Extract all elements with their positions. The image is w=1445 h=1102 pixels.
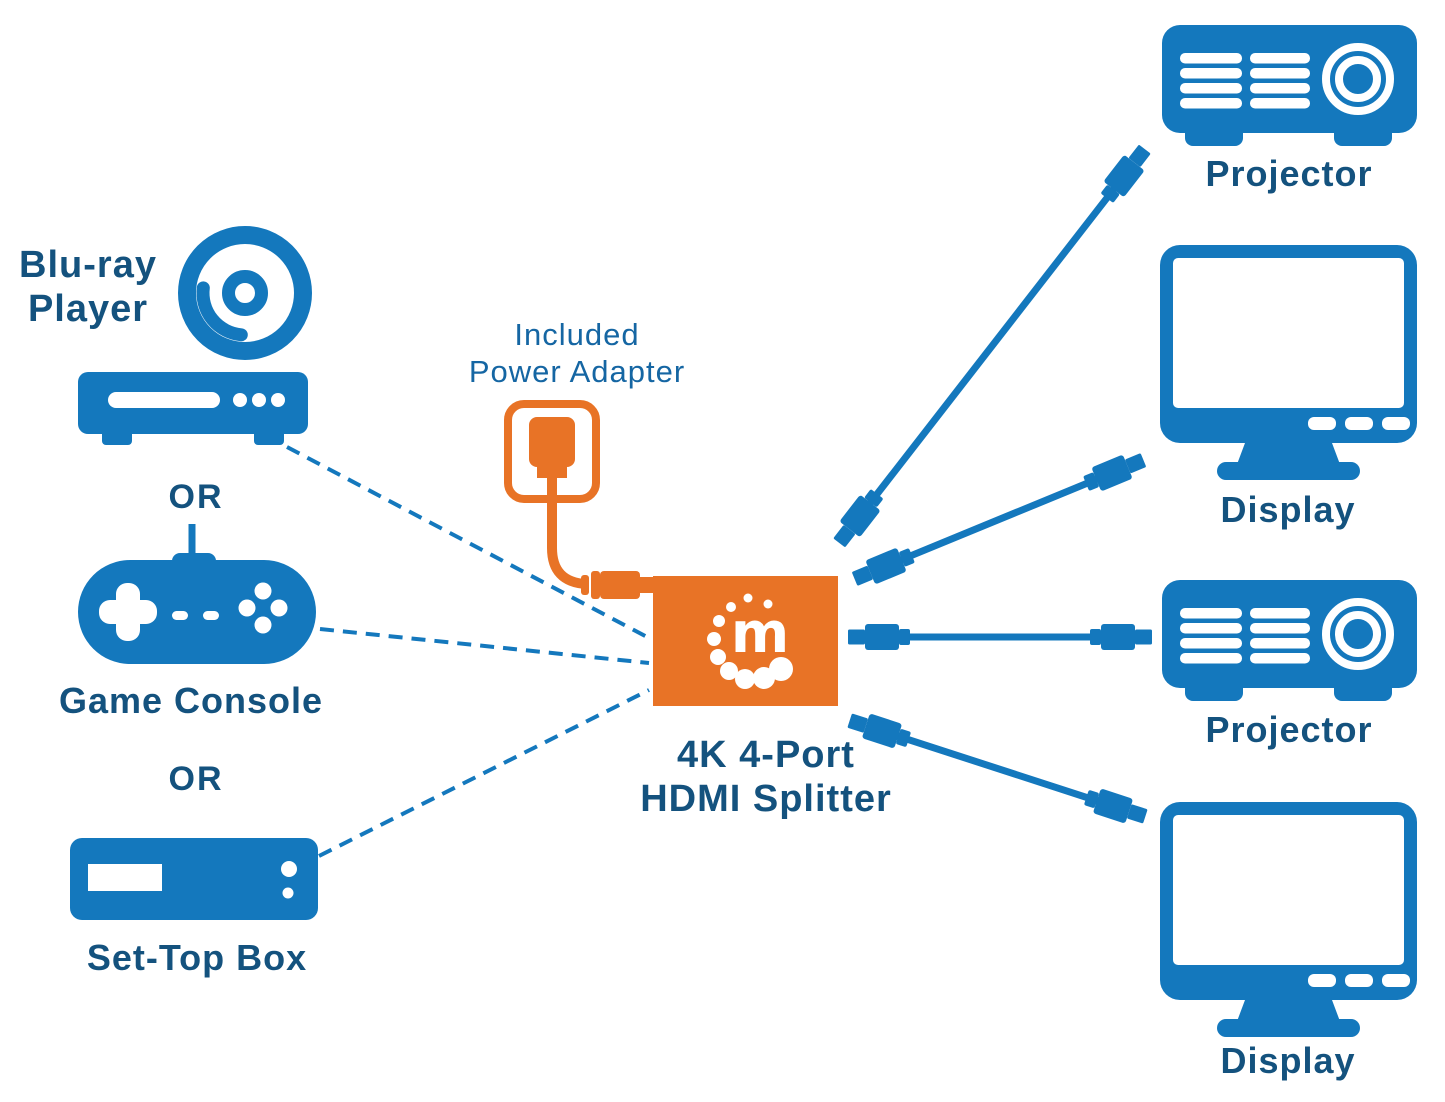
set-top-box-icon xyxy=(70,838,318,920)
projector-icon-2 xyxy=(1162,580,1417,701)
bluray-label: Blu-ray Player xyxy=(19,243,157,331)
or-separator-2: OR xyxy=(168,760,224,798)
power-adapter-label-line1: Included xyxy=(514,317,640,352)
splitter-label-line2: HDMI Splitter xyxy=(640,778,892,821)
splitter-box: m xyxy=(653,576,838,706)
projector-icon-1 xyxy=(1162,25,1417,146)
display-icon-1 xyxy=(1160,245,1417,480)
game-console-label: Game Console xyxy=(58,680,324,721)
hdmi-cable-to-projector-2 xyxy=(848,624,1152,650)
bluray-player-icon xyxy=(78,372,308,445)
dashed-source-links xyxy=(286,445,650,858)
display-icon-2 xyxy=(1160,802,1417,1037)
hdmi-cable-to-display-1 xyxy=(849,448,1149,591)
display-label-2: Display xyxy=(1220,1040,1356,1081)
or-separator-1: OR xyxy=(168,478,224,516)
bluray-label-line1: Blu-ray xyxy=(19,244,157,286)
game-controller-icon xyxy=(78,524,316,664)
manhattan-logo: m xyxy=(707,593,793,689)
hdmi-cable-to-display-2 xyxy=(845,708,1150,829)
power-cable-icon xyxy=(547,476,653,599)
display-label-1: Display xyxy=(1220,489,1356,530)
power-adapter-label: Included Power Adapter xyxy=(469,316,685,390)
projector-label-1: Projector xyxy=(1205,153,1373,194)
logo-letter: m xyxy=(731,601,789,666)
splitter-label-line1: 4K 4-Port xyxy=(677,734,855,776)
bluray-label-line2: Player xyxy=(27,288,149,331)
hdmi-cable-to-projector-1 xyxy=(828,141,1156,551)
projector-label-2: Projector xyxy=(1205,709,1373,750)
bluray-disc-icon xyxy=(178,226,312,360)
set-top-box-label: Set-Top Box xyxy=(86,937,308,978)
power-adapter-label-line2: Power Adapter xyxy=(468,354,686,390)
splitter-label: 4K 4-Port HDMI Splitter xyxy=(640,733,892,821)
